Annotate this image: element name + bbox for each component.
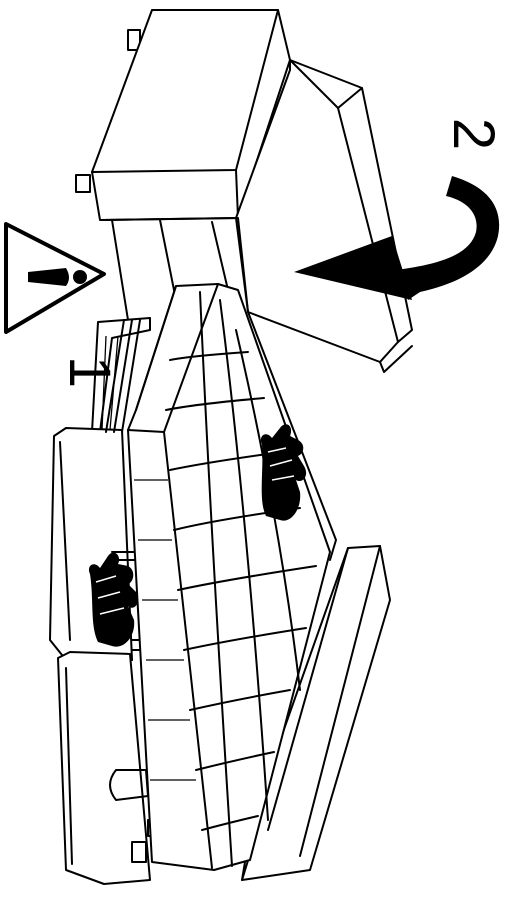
- hand-icon: [260, 424, 307, 521]
- hand-icon: [88, 552, 139, 647]
- svg-text:1: 1: [57, 356, 122, 388]
- warning-triangle-icon: [4, 222, 106, 334]
- step-number-1: 1: [57, 356, 122, 388]
- curved-arrow-icon: [294, 176, 500, 300]
- step-number-2: 2: [441, 118, 506, 150]
- folding-frame: [49, 317, 289, 885]
- sofa-frame: [103, 217, 391, 881]
- svg-text:2: 2: [441, 118, 506, 150]
